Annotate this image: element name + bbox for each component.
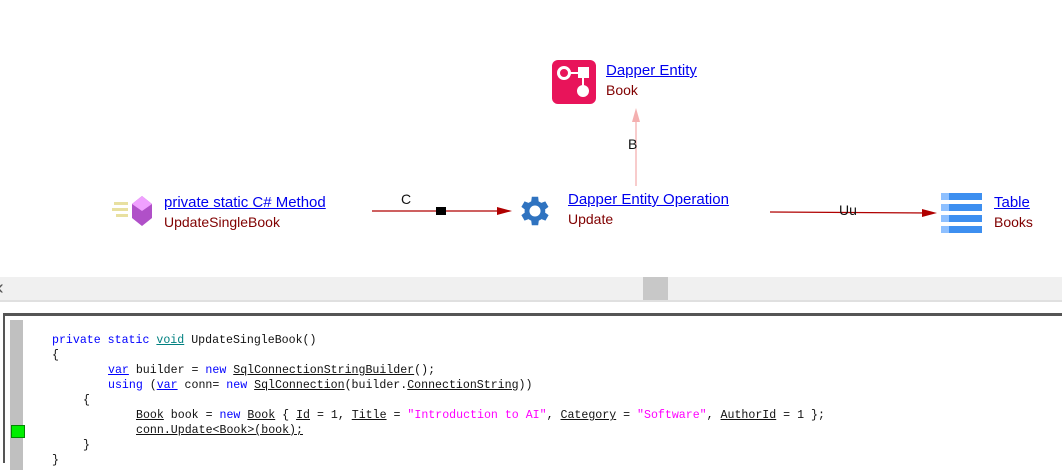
code-line-6: Book book = new Book { Id = 1, Title = "… (136, 409, 825, 422)
node-entity-subtitle: Book (606, 82, 638, 98)
code-line-5: { (83, 394, 90, 407)
code-editor[interactable]: private static void UpdateSingleBook() {… (3, 313, 1062, 470)
node-entity-title[interactable]: Dapper Entity (606, 62, 697, 79)
editor-gutter (10, 320, 23, 470)
horizontal-scrollbar[interactable]: ‹ (0, 277, 1062, 302)
diagram-edges (372, 108, 937, 217)
node-operation-subtitle: Update (568, 211, 614, 227)
gear-icon (521, 196, 549, 226)
code-line-3: var builder = new SqlConnectionStringBui… (108, 364, 436, 377)
current-line-marker (11, 425, 25, 438)
scroll-left-icon[interactable]: ‹ (0, 277, 4, 300)
node-method[interactable]: private static C# Method UpdateSingleBoo… (164, 194, 326, 230)
node-method-title[interactable]: private static C# Method (164, 194, 326, 211)
node-table-title[interactable]: Table (994, 194, 1030, 211)
code-line-8: } (83, 439, 90, 452)
edge-c-arrow (497, 207, 512, 215)
edge-uu-label: Uu (839, 202, 857, 218)
node-table-subtitle: Books (994, 214, 1033, 230)
code-line-4: using (var conn= new SqlConnection(build… (108, 379, 533, 392)
node-method-subtitle: UpdateSingleBook (164, 214, 280, 230)
edge-c-handle[interactable] (436, 207, 446, 215)
edge-b-label: B (628, 136, 638, 152)
node-entity[interactable]: Dapper Entity Book (606, 62, 697, 98)
code-line-7: conn.Update<Book>(book); (136, 424, 303, 437)
code-line-9: } (52, 454, 59, 467)
table-icon (941, 193, 982, 233)
node-operation[interactable]: Dapper Entity Operation Update (568, 191, 729, 227)
scrollbar-thumb[interactable] (643, 277, 668, 300)
edge-uu-line[interactable] (769, 211, 931, 214)
edge-c-label: C (401, 191, 412, 207)
csharp-method-icon (112, 196, 152, 226)
node-operation-title[interactable]: Dapper Entity Operation (568, 191, 729, 208)
entity-icon (552, 60, 596, 104)
node-table[interactable]: Table Books (994, 194, 1033, 230)
edge-uu-arrow (922, 209, 937, 217)
code-line-2: { (52, 349, 59, 362)
code-line-1: private static void UpdateSingleBook() (52, 334, 317, 347)
edge-b-arrow (632, 108, 640, 122)
